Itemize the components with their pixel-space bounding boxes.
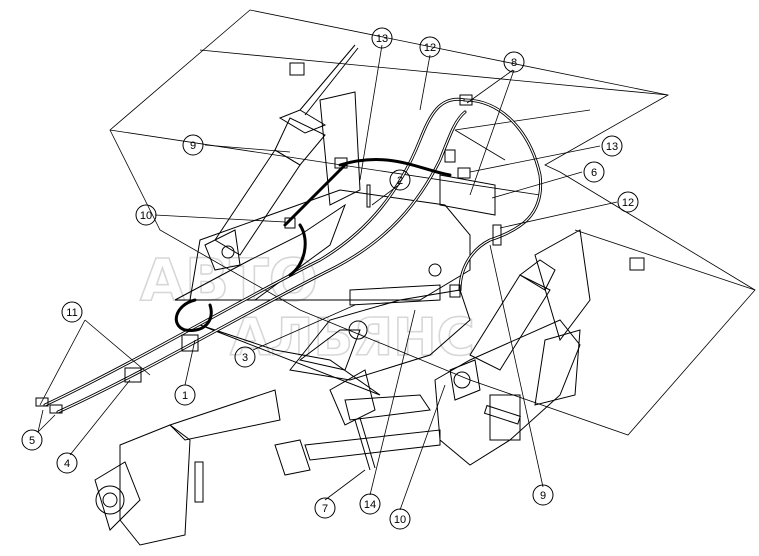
callout-12-top: 12 xyxy=(419,36,441,58)
callout-label: 3 xyxy=(242,352,248,364)
callout-8: 8 xyxy=(503,51,525,73)
fittings xyxy=(35,62,645,414)
callout-label: 12 xyxy=(424,42,436,54)
callout-10-left: 10 xyxy=(135,204,157,226)
callout-9-top: 9 xyxy=(182,134,204,156)
callout-label: 8 xyxy=(511,57,517,69)
callout-6: 6 xyxy=(583,161,605,183)
callout-label: 6 xyxy=(591,167,597,179)
callout-label: 11 xyxy=(66,307,77,319)
callout-label: 1 xyxy=(182,390,188,402)
callout-1: 1 xyxy=(174,384,196,406)
callout-14: 14 xyxy=(359,493,381,515)
callout-9-bottom: 9 xyxy=(532,484,554,506)
watermark: АВТО АЛЬЯНС xyxy=(139,245,475,369)
callout-label: 10 xyxy=(394,514,406,526)
callout-label: 4 xyxy=(64,458,70,470)
callout-label: 7 xyxy=(322,503,328,515)
callout-label: 2 xyxy=(397,175,403,187)
callout-label: 12 xyxy=(622,197,634,209)
callout-3: 3 xyxy=(234,346,256,368)
callout-2: 2 xyxy=(389,169,411,191)
callout-10-bottom: 10 xyxy=(389,508,411,530)
platform-plate xyxy=(109,9,756,436)
watermark-line1: АВТО xyxy=(140,246,318,314)
callouts: 13 12 8 9 13 6 2 12 xyxy=(21,27,639,530)
right-cylinder xyxy=(449,259,556,401)
hydraulic-hoses xyxy=(43,97,543,414)
left-cylinder xyxy=(204,44,361,271)
callout-12-right: 12 xyxy=(617,191,639,213)
callout-13-top: 13 xyxy=(371,27,393,49)
callout-5: 5 xyxy=(21,429,43,451)
callout-label: 13 xyxy=(606,141,618,153)
leader-lines xyxy=(37,44,618,511)
frame-body xyxy=(174,189,591,466)
callout-4: 4 xyxy=(56,452,78,474)
callout-label: 9 xyxy=(540,490,546,502)
callout-13-right: 13 xyxy=(601,135,623,157)
callout-label: 9 xyxy=(190,140,196,152)
callout-label: 5 xyxy=(29,435,35,447)
callout-label: 14 xyxy=(364,499,376,511)
hitch-assembly xyxy=(94,389,441,546)
callout-7: 7 xyxy=(314,497,336,519)
watermark-line2: АЛЬЯНС xyxy=(230,308,475,368)
callout-label: 10 xyxy=(140,210,152,222)
callout-11: 11 xyxy=(61,301,83,323)
callout-label: 13 xyxy=(376,33,388,45)
